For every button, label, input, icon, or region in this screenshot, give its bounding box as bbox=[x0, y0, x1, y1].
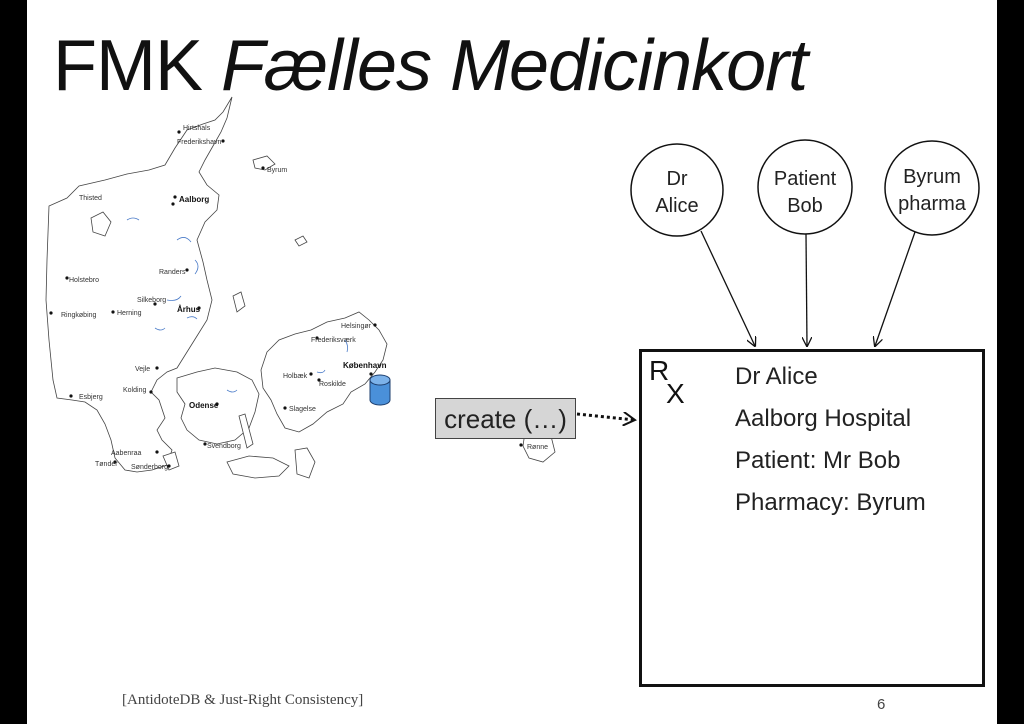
map-langeland bbox=[238, 413, 254, 449]
map-city-labels: Hirtshals Frederikshavn Byrum Thisted Aa… bbox=[61, 125, 548, 471]
city-label: Esbjerg bbox=[79, 394, 103, 401]
map-jutland bbox=[45, 96, 233, 473]
arrow-alice-to-rx bbox=[700, 230, 755, 346]
arrow-bob-to-rx bbox=[806, 233, 807, 346]
city-label: Vejle bbox=[135, 366, 150, 373]
prescription-hospital: Aalborg Hospital bbox=[735, 405, 912, 432]
diagram-canvas: Hirtshals Frederikshavn Byrum Thisted Aa… bbox=[45, 96, 980, 479]
database-icon bbox=[369, 374, 391, 406]
create-arrow bbox=[576, 414, 635, 420]
city-label: Odense bbox=[189, 401, 219, 410]
node-label-line: Bob bbox=[787, 195, 823, 217]
prescription-doctor: Dr Alice bbox=[735, 363, 818, 390]
slide: FMK Fælles Medicinkort bbox=[27, 0, 997, 724]
rx-symbol-x: X bbox=[666, 378, 685, 409]
map-lakes bbox=[126, 217, 349, 393]
prescription-details: Dr Alice Aalborg Hospital Patient: Mr Bo… bbox=[735, 356, 926, 524]
denmark-map bbox=[45, 96, 556, 479]
map-zealand bbox=[260, 311, 388, 433]
city-label: Sønderborg bbox=[131, 464, 168, 471]
city-label: Hirtshals bbox=[183, 125, 211, 132]
city-label: Aabenraa bbox=[111, 450, 141, 457]
node-dr-alice-label: Dr Alice bbox=[622, 166, 732, 220]
map-als bbox=[162, 451, 180, 471]
node-dr-alice bbox=[630, 143, 724, 237]
node-byrum-pharma-label: Byrum pharma bbox=[877, 164, 987, 218]
prescription-box: R X Dr Alice Aalborg Hospital Patient: M… bbox=[639, 349, 985, 687]
page-number: 6 bbox=[877, 696, 886, 713]
city-label: Århus bbox=[177, 305, 201, 314]
prescription-patient: Patient: Mr Bob bbox=[735, 447, 901, 474]
arrow-byrum-to-rx bbox=[875, 231, 916, 346]
title-italic: Fælles Medicinkort bbox=[221, 26, 808, 106]
rx-symbol-r: R bbox=[649, 355, 670, 386]
city-label: Frederiksværk bbox=[311, 337, 356, 344]
map-anholt bbox=[294, 235, 308, 247]
create-operation-box: create (…) bbox=[435, 398, 576, 439]
city-label: Frederikshavn bbox=[177, 139, 221, 146]
city-label: Holbæk bbox=[283, 373, 308, 380]
map-lolland bbox=[226, 455, 290, 479]
node-label-line: Dr bbox=[666, 168, 688, 190]
city-label: Tønder bbox=[95, 461, 118, 468]
node-label-line: pharma bbox=[898, 193, 966, 215]
city-label: Holstebro bbox=[69, 277, 99, 284]
map-samso bbox=[232, 291, 246, 313]
city-label: Aalborg bbox=[179, 195, 209, 204]
city-label: Roskilde bbox=[319, 381, 346, 388]
city-label: København bbox=[343, 361, 387, 370]
city-label: Thisted bbox=[79, 195, 102, 202]
city-label: Svendborg bbox=[207, 443, 241, 450]
map-funen bbox=[176, 367, 260, 445]
city-label: Rønne bbox=[527, 444, 548, 451]
city-label: Slagelse bbox=[289, 406, 316, 413]
title-main: FMK bbox=[53, 26, 203, 106]
node-patient-bob bbox=[757, 139, 853, 235]
city-label: Kolding bbox=[123, 387, 146, 394]
slide-footer: [AntidoteDB & Just-Right Consistency] bbox=[122, 692, 364, 708]
slide-title: FMK Fælles Medicinkort bbox=[53, 22, 808, 110]
map-mors bbox=[90, 211, 112, 237]
node-label-line: Byrum bbox=[903, 166, 961, 188]
city-label: Silkeborg bbox=[137, 297, 166, 304]
node-label-line: Alice bbox=[655, 195, 699, 217]
node-patient-bob-label: Patient Bob bbox=[750, 166, 860, 220]
map-city-dots bbox=[49, 130, 523, 468]
map-laeso bbox=[252, 155, 276, 171]
city-label: Byrum bbox=[267, 167, 287, 174]
city-label: Randers bbox=[159, 269, 186, 276]
city-label: Helsingør bbox=[341, 323, 372, 330]
node-label-line: Patient bbox=[773, 168, 837, 190]
city-label: Ringkøbing bbox=[61, 312, 97, 319]
node-byrum-pharma bbox=[884, 140, 980, 236]
city-label: Herning bbox=[117, 310, 142, 317]
prescription-pharmacy: Pharmacy: Byrum bbox=[735, 489, 926, 516]
map-falster bbox=[294, 447, 316, 479]
